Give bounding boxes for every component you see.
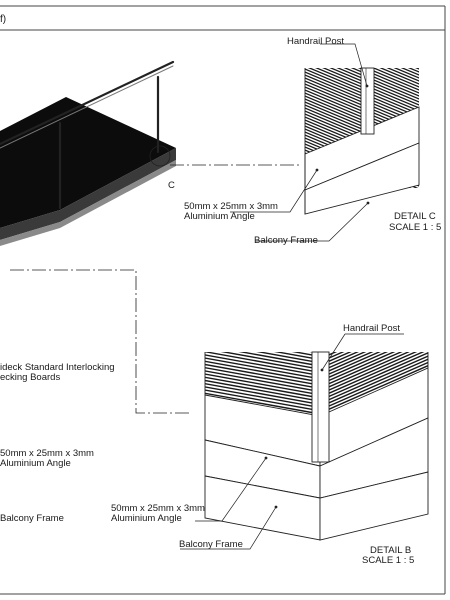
decking-groove-line xyxy=(386,68,419,82)
decking-groove-line xyxy=(200,303,320,325)
decking-groove-line xyxy=(319,352,428,379)
decking-groove-line xyxy=(205,352,321,361)
decking-groove-line xyxy=(205,352,321,370)
left-notes: ideck Standard Interlocking ecking Board… xyxy=(0,269,190,524)
decking-groove-line xyxy=(205,352,321,358)
detail-c-handrail-post-label: Handrail Post xyxy=(287,36,344,47)
sheet-frame xyxy=(0,5,446,595)
decking-groove-line xyxy=(200,290,320,312)
decking-groove-line xyxy=(205,388,321,412)
detail-b-handrail-post-label: Handrail Post xyxy=(343,323,400,334)
header-fragment: f) xyxy=(0,14,6,25)
decking-groove-line xyxy=(319,352,428,366)
decking-groove-line xyxy=(200,300,320,322)
detail-b-title: DETAIL B xyxy=(370,545,411,556)
frame-side-face xyxy=(0,148,176,240)
detail-c-handrail-post xyxy=(360,67,375,135)
decking-groove-line xyxy=(205,375,321,399)
angle-label-line1: 50mm x 25mm x 3mm xyxy=(0,448,94,459)
decking-groove-line xyxy=(372,68,419,88)
decking-groove-line xyxy=(200,309,320,331)
decking-groove-line xyxy=(205,352,321,367)
decking-groove-line xyxy=(205,352,321,374)
decking-groove-line xyxy=(319,352,428,376)
angle-label-line2: Aluminium Angle xyxy=(0,458,71,469)
decking-groove-line xyxy=(319,352,428,382)
detail-c-callout-circle xyxy=(149,145,171,167)
detail-c-angle-label-line1: 50mm x 25mm x 3mm xyxy=(184,201,278,212)
frame-bottom-face xyxy=(0,160,176,246)
decking-groove-line xyxy=(319,356,428,408)
decking-surface xyxy=(0,97,176,228)
decking-groove-line xyxy=(393,68,419,79)
decking-groove-line xyxy=(200,312,320,334)
detail-c-scale: SCALE 1 : 5 xyxy=(389,222,441,233)
decking-groove-line xyxy=(319,360,428,411)
decking-groove-line xyxy=(319,352,428,392)
boards-label-line2: ecking Boards xyxy=(0,372,60,383)
decking-groove-line xyxy=(400,68,419,76)
balcony-frame-label: Balcony Frame xyxy=(0,513,64,524)
decking-groove-line xyxy=(205,352,321,364)
decking-groove-line xyxy=(200,296,320,318)
decking-groove-line xyxy=(205,385,321,409)
decking-groove-line xyxy=(205,366,321,390)
detail-b-base-right-face xyxy=(319,471,429,541)
decking-groove-line xyxy=(200,322,320,344)
boards-label-line1: ideck Standard Interlocking xyxy=(0,362,115,373)
decking-groove-line xyxy=(205,391,321,415)
balcony-overview: C xyxy=(0,60,300,246)
detail-b-angle-label-line2: Aluminium Angle xyxy=(111,513,182,524)
decking-groove-line xyxy=(319,352,428,389)
detail-c-angle-label-line2: Aluminium Angle xyxy=(184,211,255,222)
decking-groove-line xyxy=(205,356,321,380)
decking-groove-line xyxy=(205,353,321,377)
decking-groove-line xyxy=(319,352,428,373)
decking-groove-line xyxy=(319,353,428,405)
detail-c-drawing: Handrail Post 50mm x 25mm x 3mm Aluminiu… xyxy=(184,36,441,246)
detail-b-balcony-frame-label: Balcony Frame xyxy=(179,539,243,550)
detail-b-drawing: Handrail Post 50mm x 25mm x 3mm Aluminiu… xyxy=(111,290,432,566)
decking-groove-line xyxy=(205,362,321,386)
decking-groove-line xyxy=(319,352,428,395)
detail-b-scale: SCALE 1 : 5 xyxy=(362,555,414,566)
decking-groove-line xyxy=(320,297,432,346)
decking-groove-line xyxy=(205,359,321,383)
decking-groove-line xyxy=(319,352,428,370)
detail-c-title: DETAIL C xyxy=(394,211,436,222)
decking-groove-line xyxy=(364,68,419,91)
decking-groove-line xyxy=(319,352,428,363)
decking-groove-line xyxy=(205,369,321,393)
decking-groove-line xyxy=(200,328,320,350)
decking-groove-line xyxy=(319,352,428,402)
detail-b-angle-label-line1: 50mm x 25mm x 3mm xyxy=(111,503,205,514)
decking-groove-line xyxy=(205,382,321,406)
decking-groove-line xyxy=(200,306,320,328)
decking-groove-line xyxy=(379,68,419,85)
detail-b-handrail-post xyxy=(311,351,330,463)
detail-c-callout-label: C xyxy=(168,180,175,191)
decking-groove-line xyxy=(205,378,321,402)
decking-groove-line xyxy=(200,293,320,315)
decking-groove-line xyxy=(200,319,320,341)
detail-c-balcony-frame-label: Balcony Frame xyxy=(254,235,318,246)
decking-groove-line xyxy=(205,352,321,354)
decking-groove-line xyxy=(205,372,321,396)
decking-groove-line xyxy=(319,352,428,398)
handrail xyxy=(0,60,175,210)
decking-groove-line xyxy=(320,294,432,343)
decking-groove-line xyxy=(200,316,320,338)
decking-groove-line xyxy=(200,325,320,347)
decking-groove-line xyxy=(319,352,428,386)
decking-groove-line xyxy=(319,363,428,414)
